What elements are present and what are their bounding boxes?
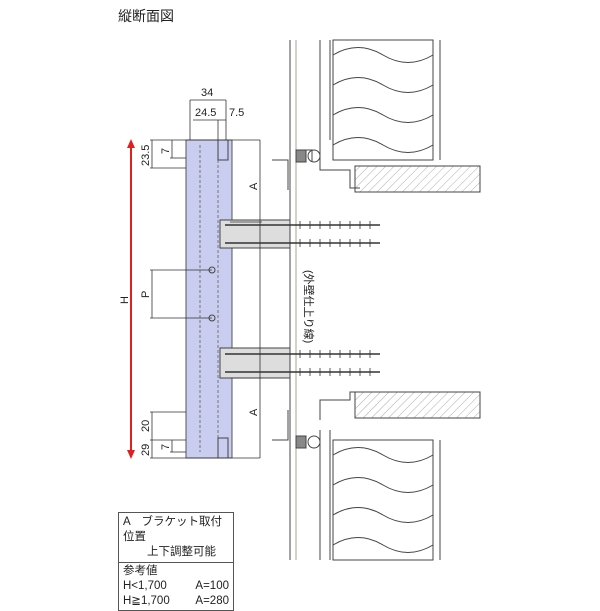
legend-reference-label: 参考値: [123, 565, 158, 577]
wall: [289, 40, 331, 560]
panel: [185, 139, 233, 459]
dim-24-5: 24.5: [195, 107, 216, 119]
insulation-bottom: [332, 439, 441, 561]
dim-h: H: [119, 296, 131, 304]
dimension-lines: [150, 99, 262, 459]
window-frame-top: [272, 140, 360, 190]
dim-a-bottom: A: [248, 408, 260, 416]
height-arrow: [127, 139, 135, 459]
dim-29: 29: [140, 444, 152, 456]
dim-34: 34: [201, 87, 213, 99]
dim-p: P: [140, 291, 152, 298]
dim-7-top: 7: [160, 148, 172, 154]
dim-20: 20: [140, 420, 152, 432]
drawing-title: 縦断面図: [118, 8, 174, 24]
legend-line2: 上下調整可能: [147, 546, 216, 558]
legend-table: A ブラケット取付位置 上下調整可能 参考値 H<1,700 A=100 H≧1…: [118, 512, 234, 611]
slab-top: [354, 165, 481, 193]
dim-7-bottom: 7: [160, 444, 172, 450]
slab-bottom: [354, 391, 481, 419]
dim-a-top: A: [248, 182, 260, 190]
window-frame-bottom: [272, 391, 360, 449]
dim-7-5: 7.5: [229, 107, 244, 119]
dim-23-5: 23.5: [140, 145, 152, 166]
anchor-screws: [225, 224, 380, 373]
insulation-top: [332, 39, 441, 161]
legend-row: H<1,700 A=100: [123, 580, 229, 592]
legend-row: H≧1,700 A=280: [123, 595, 229, 607]
legend-line1: A ブラケット取付位置: [123, 516, 223, 543]
wall-finish-label: (外壁仕上り線): [302, 270, 316, 343]
